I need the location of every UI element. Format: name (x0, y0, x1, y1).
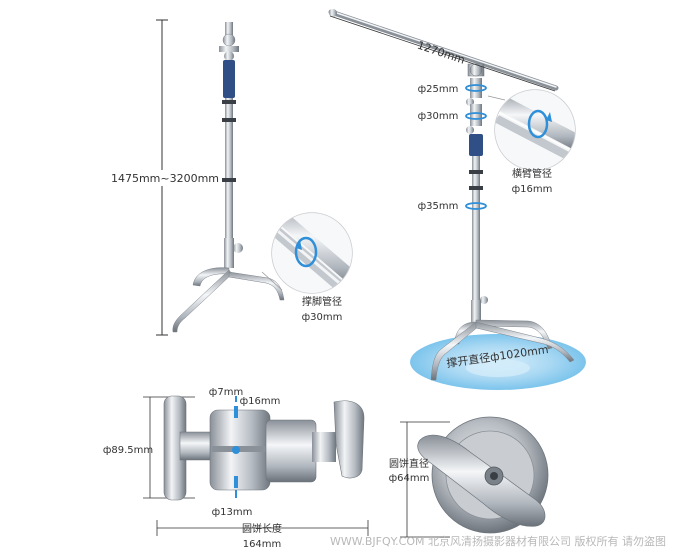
grip-head-illustration (163, 395, 365, 501)
phi89-label: ф89.5mm (103, 445, 153, 456)
top-spigot (225, 22, 233, 42)
leg-tube-magnifier (261, 212, 353, 294)
leg-rotation-arrow-icon (294, 236, 318, 268)
left-c-stand (172, 22, 285, 333)
arm-tube-value: ф16mm (512, 184, 553, 195)
stand-height-label: 1475mm~3200mm (111, 172, 219, 185)
grip-head (469, 63, 483, 77)
grip-disc-illustration (417, 416, 549, 534)
grip-sleeve (223, 60, 235, 98)
wing-knob (333, 400, 365, 479)
arm-rotation-arrow-icon (527, 109, 549, 139)
phi25-label: ф25mm (418, 84, 459, 95)
leg-tube-value: ф30mm (302, 312, 343, 323)
phi30-label: ф30mm (418, 111, 459, 122)
ring-35-icon (465, 202, 487, 210)
leg-right (228, 271, 285, 301)
ring-25-icon (465, 84, 487, 92)
right-c-stand (328, 9, 575, 381)
phi7-label: ф7mm (209, 387, 243, 398)
arm-tube-title: 横臂管径 (512, 167, 552, 180)
t-handle (417, 434, 546, 527)
disc-length-title: 圆饼长度 (242, 522, 282, 535)
watermark-text: WWW.BJFQY.COM 北京风清扬摄影器材有限公司 版权所有 请勿盗图 (330, 534, 666, 548)
disc-diameter-title: 圆饼直径 (389, 457, 429, 470)
leg-left-long (172, 269, 233, 333)
grip-sleeve-right (469, 134, 483, 156)
disc-dimensions (400, 421, 450, 538)
leg-left-upper (192, 267, 230, 287)
ring-30-icon (465, 112, 487, 120)
arm-tube-magnifier (487, 89, 576, 171)
riser-tube (225, 98, 233, 238)
phi13-label: ф13mm (212, 507, 253, 518)
left-stand-dimension: 1475mm~3200mm (111, 19, 219, 336)
arm-length-dimension: 1270mm (329, 15, 556, 92)
disc-length-value: 164mm (243, 539, 282, 550)
phi35-label: ф35mm (418, 201, 459, 212)
extension-arm (328, 9, 559, 91)
arm-length-label: 1270mm (416, 39, 467, 67)
leg-tube-title: 撑脚管径 (302, 295, 342, 308)
disc-diameter-value: ф64mm (389, 473, 430, 484)
phi16-label: ф16mm (240, 396, 281, 407)
